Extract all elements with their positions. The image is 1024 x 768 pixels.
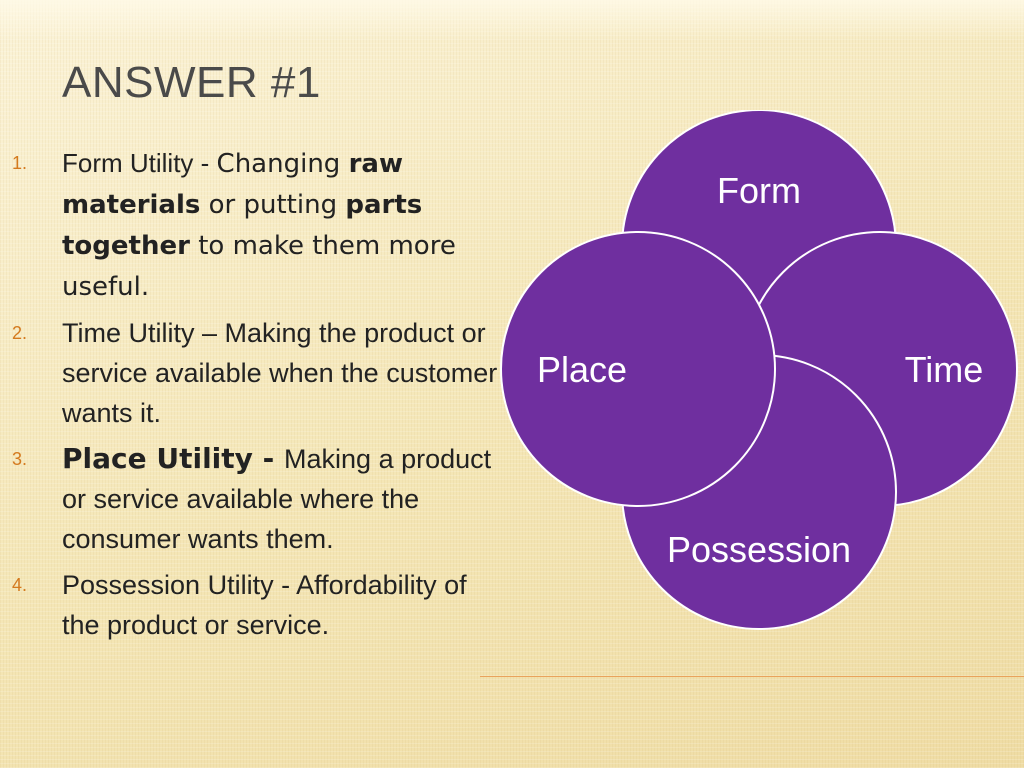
list-item-form-utility: 1. Form Utility - Changing raw materials… [0, 143, 500, 307]
footer-line [480, 676, 1024, 677]
utility-list: 1. Form Utility - Changing raw materials… [0, 143, 500, 651]
item-desc-emphasis: where the consumer wants them. [62, 484, 420, 554]
item-desc-emphasis: parts together [62, 190, 423, 261]
item-term: Possession Utility - [62, 570, 297, 600]
item-number: 1. [12, 153, 28, 173]
item-text: Time Utility – Making the product or ser… [62, 313, 500, 433]
item-text: Possession Utility - Affordability of th… [62, 565, 500, 645]
utility-venn-diagram: Form Time Possession Place [500, 110, 1018, 630]
circle-label-time: Time [905, 349, 984, 390]
item-desc: or putting [200, 190, 346, 220]
item-desc: Changing [216, 149, 349, 179]
item-number: 4. [12, 575, 28, 595]
circle-label-place: Place [537, 349, 627, 390]
top-band [0, 0, 1024, 40]
item-desc-emphasis: Affordability of the product or service. [62, 570, 467, 640]
item-term: Place Utility - [62, 442, 285, 475]
item-desc-emphasis: raw materials [62, 149, 403, 220]
item-text: Form Utility - Changing raw materials or… [62, 143, 500, 307]
circle-label-form: Form [717, 170, 801, 211]
slide-title: ANSWER #1 [62, 58, 321, 107]
list-item-place-utility: 3. Place Utility - Making a product or s… [0, 439, 500, 559]
item-number: 3. [12, 449, 28, 469]
item-number: 2. [12, 323, 28, 343]
item-desc: – Making the product or service availabl… [62, 318, 486, 388]
list-item-possession-utility: 4. Possession Utility - Affordability of… [0, 565, 500, 645]
circle-label-possession: Possession [667, 529, 851, 570]
item-term: Time Utility [62, 318, 195, 348]
item-term: Form Utility - [62, 148, 217, 178]
circle-place [500, 231, 776, 507]
item-desc-emphasis: when the customer wants it. [62, 358, 498, 428]
list-item-time-utility: 2. Time Utility – Making the product or … [0, 313, 500, 433]
item-text: Place Utility - Making a product or serv… [62, 439, 500, 559]
item-desc: Making a product or service available [62, 444, 492, 514]
item-desc: to make them more useful. [62, 231, 456, 302]
